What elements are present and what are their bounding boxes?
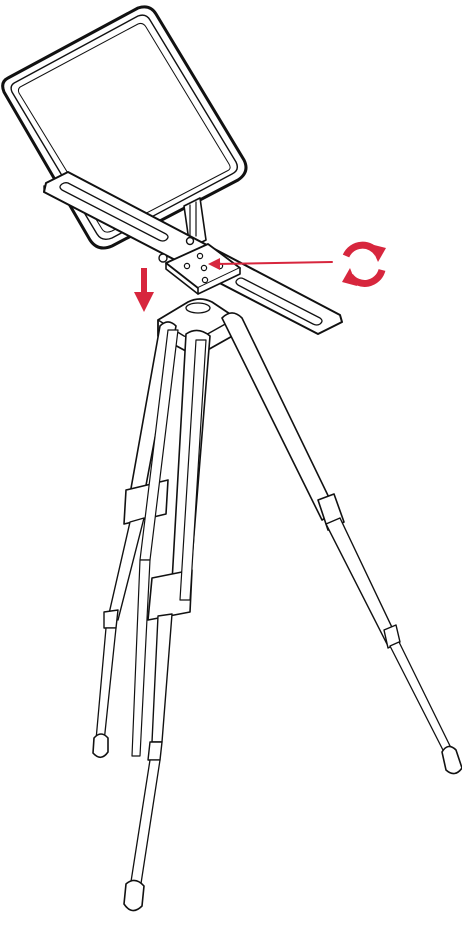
tripod-center-rods xyxy=(131,329,207,757)
center-mount-block xyxy=(165,243,241,295)
arrow-left-icon xyxy=(208,258,333,270)
screw-hole xyxy=(201,276,209,284)
tripod-leg-right xyxy=(221,312,462,775)
screw-hole xyxy=(200,264,208,272)
screw-hole xyxy=(196,252,204,260)
rotate-icon xyxy=(342,241,386,287)
arrow-down-icon xyxy=(134,268,154,312)
screw-hole xyxy=(183,262,191,270)
